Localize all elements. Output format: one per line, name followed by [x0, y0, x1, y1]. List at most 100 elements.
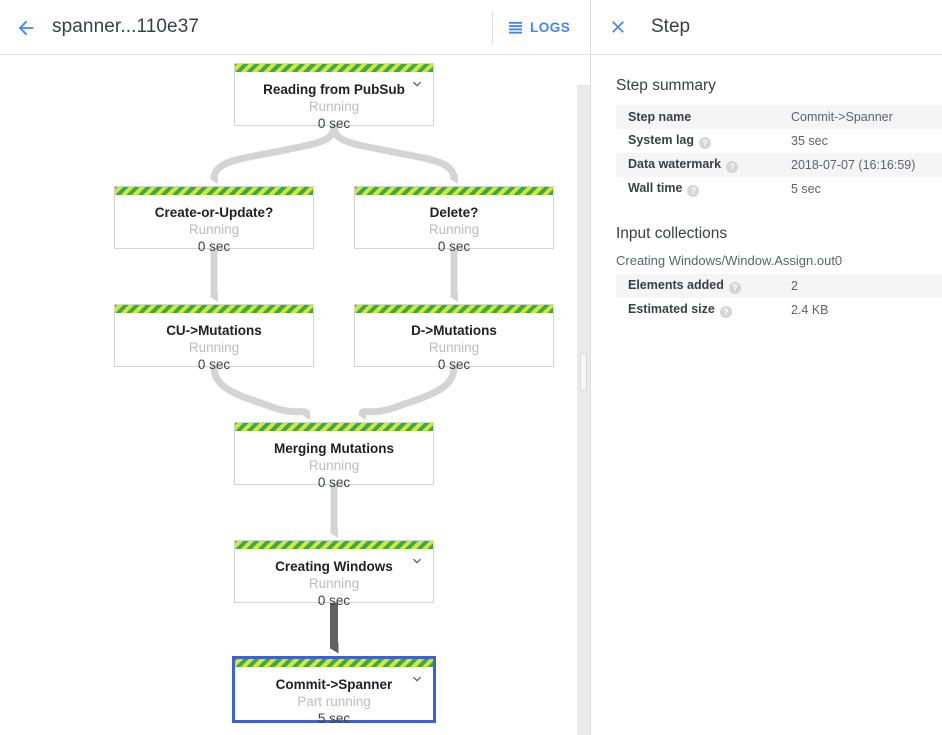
node-status: Running	[308, 99, 360, 114]
node-elapsed-time: 0 sec	[317, 593, 351, 608]
detail-key: Elements added?	[616, 274, 791, 298]
pane-divider	[590, 0, 591, 735]
node-title: Create-or-Update?	[154, 205, 274, 220]
logs-list-icon	[508, 21, 523, 34]
detail-key: Step name	[616, 105, 791, 129]
node-title: Commit->Spanner	[275, 677, 393, 692]
node-status-stripe	[115, 305, 313, 313]
step-details-pane: Step Step summary Step name Commit->Spann…	[591, 0, 942, 735]
node-status-stripe	[235, 659, 433, 667]
node-elapsed-time: 0 sec	[197, 239, 231, 254]
detail-key-label: Elements added	[628, 278, 724, 292]
table-row: Step name Commit->Spanner	[616, 105, 942, 129]
node-elapsed-time: 0 sec	[437, 357, 471, 372]
detail-key-label: Estimated size	[628, 302, 715, 316]
page-title: spanner...110e37	[52, 16, 200, 37]
table-row: Data watermark?2018-07-07 (16:16:59)	[616, 153, 942, 177]
node-body: Create-or-Update? Running 0 sec	[115, 195, 313, 263]
node-body: Delete? Running 0 sec	[355, 195, 553, 263]
detail-key-label: Step name	[628, 110, 692, 124]
logs-button-label: LOGS	[530, 19, 571, 35]
table-row: Estimated size?2.4 KB	[616, 298, 942, 322]
detail-value: 35 sec	[791, 134, 828, 148]
node-title: Creating Windows	[275, 559, 393, 574]
chevron-down-icon[interactable]	[409, 671, 425, 687]
detail-key: Data watermark?	[616, 153, 791, 177]
arrow-left-icon	[18, 20, 34, 36]
node-status: Running	[308, 458, 360, 473]
toolbar-divider	[492, 11, 493, 44]
detail-value: 2.4 KB	[791, 303, 829, 317]
node-elapsed-time: 0 sec	[197, 357, 231, 372]
node-title: Delete?	[429, 205, 479, 220]
node-title: CU->Mutations	[166, 323, 262, 338]
back-button[interactable]	[8, 10, 44, 46]
logs-button[interactable]: LOGS	[508, 13, 570, 41]
step-summary-heading: Step summary	[616, 77, 716, 94]
node-elapsed-time: 0 sec	[437, 239, 471, 254]
node-elapsed-time: 0 sec	[317, 116, 351, 131]
node-status: Running	[428, 340, 480, 355]
panel-title: Step	[651, 16, 691, 37]
graph-node-delete[interactable]: Delete? Running 0 sec	[354, 186, 554, 254]
detail-value: 2018-07-07 (16:16:59)	[791, 158, 916, 172]
input-collections-heading: Input collections	[616, 225, 728, 242]
node-status: Part running	[297, 694, 371, 709]
graph-scrollbar-thumb[interactable]	[580, 353, 587, 391]
chevron-down-icon[interactable]	[409, 76, 425, 92]
graph-node-create-or-update[interactable]: Create-or-Update? Running 0 sec	[114, 186, 314, 254]
table-row: Elements added?2	[616, 274, 942, 298]
graph-toolbar: spanner...110e37 LOGS	[0, 0, 590, 55]
step-details-header: Step	[591, 0, 942, 55]
detail-key: System lag?	[616, 129, 791, 153]
node-elapsed-time: 5 sec	[317, 711, 351, 726]
help-icon[interactable]: ?	[726, 161, 739, 173]
node-status-stripe	[355, 187, 553, 195]
help-icon[interactable]: ?	[699, 137, 712, 149]
detail-value: Commit->Spanner	[791, 110, 893, 124]
node-title: Merging Mutations	[274, 441, 394, 456]
detail-key: Estimated size?	[616, 298, 791, 322]
input-collection-name: Creating Windows/Window.Assign.out0	[616, 253, 843, 268]
detail-key: Wall time?	[616, 177, 791, 201]
node-status: Running	[188, 340, 240, 355]
node-status: Running	[188, 222, 240, 237]
close-icon	[612, 21, 624, 33]
node-elapsed-time: 0 sec	[317, 475, 351, 490]
node-status-stripe	[235, 423, 433, 431]
detail-value: 5 sec	[791, 182, 821, 196]
node-title: Reading from PubSub	[263, 82, 405, 97]
node-status: Running	[428, 222, 480, 237]
table-row: System lag?35 sec	[616, 129, 942, 153]
help-icon[interactable]: ?	[728, 282, 741, 294]
node-status-stripe	[235, 64, 433, 72]
graph-vertical-scrollbar[interactable]	[577, 85, 590, 735]
help-icon[interactable]: ?	[687, 185, 700, 197]
detail-value: 2	[791, 279, 798, 293]
chevron-down-icon[interactable]	[409, 553, 425, 569]
detail-key-label: Data watermark	[628, 157, 722, 171]
close-button[interactable]	[602, 11, 634, 43]
detail-key-label: System lag	[628, 133, 695, 147]
graph-edges	[210, 125, 459, 654]
node-status-stripe	[115, 187, 313, 195]
node-status: Running	[308, 576, 360, 591]
node-title: D->Mutations	[411, 323, 497, 338]
help-icon[interactable]: ?	[719, 306, 732, 318]
table-row: Wall time?5 sec	[616, 177, 942, 201]
